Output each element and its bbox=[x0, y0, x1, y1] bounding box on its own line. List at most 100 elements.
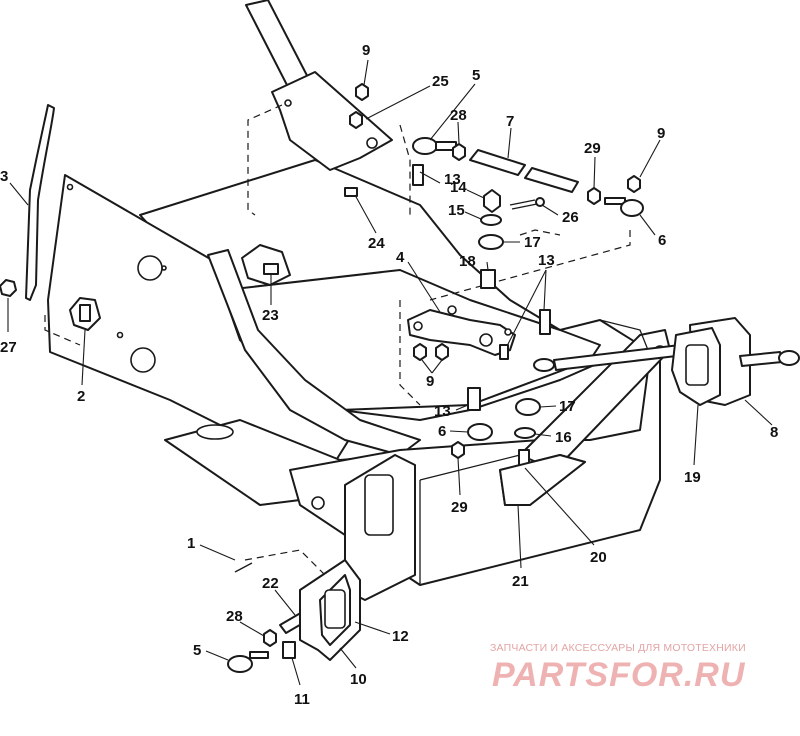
leader-11 bbox=[291, 657, 301, 686]
pin-11 bbox=[282, 641, 296, 659]
leader-25 bbox=[365, 85, 431, 120]
idler-hole bbox=[504, 328, 512, 336]
leader-6b bbox=[449, 430, 469, 433]
callout-4: 4 bbox=[396, 249, 405, 266]
cotter-1 bbox=[234, 562, 253, 573]
callout-5-lower: 5 bbox=[193, 642, 201, 659]
leader-17b bbox=[539, 405, 557, 408]
callout-28-top: 28 bbox=[450, 107, 467, 124]
idler-hole bbox=[447, 305, 457, 315]
pitman-hole bbox=[366, 137, 378, 149]
leader-9c bbox=[421, 359, 433, 374]
washer-15 bbox=[480, 214, 502, 226]
leader-13b2 bbox=[506, 269, 547, 347]
leader-29b bbox=[457, 457, 461, 496]
callout-6-lower: 6 bbox=[438, 423, 446, 440]
callout-28-lower: 28 bbox=[226, 608, 243, 625]
callout-27: 27 bbox=[0, 339, 17, 356]
guide-line bbox=[399, 124, 411, 215]
diagonal-brace bbox=[207, 249, 421, 456]
callout-10: 10 bbox=[350, 671, 367, 688]
steering-shaft bbox=[245, 0, 393, 171]
rod-end-5-top bbox=[412, 137, 438, 155]
callout-23: 23 bbox=[262, 307, 279, 324]
handle-tube bbox=[25, 104, 55, 301]
callout-1: 1 bbox=[187, 535, 195, 552]
leader-13a bbox=[419, 171, 441, 184]
leader-5b bbox=[205, 650, 229, 661]
nut-9-left-a bbox=[413, 343, 427, 361]
leader-26 bbox=[541, 204, 559, 216]
nut-28-lower bbox=[263, 629, 277, 647]
bracket-24 bbox=[344, 187, 358, 197]
pitman-hole bbox=[284, 99, 292, 107]
callout-12: 12 bbox=[392, 628, 409, 645]
callout-26: 26 bbox=[562, 209, 579, 226]
leader-15 bbox=[464, 211, 482, 220]
leader-1 bbox=[199, 544, 236, 561]
leader-6a bbox=[639, 214, 656, 236]
leader-13b bbox=[543, 269, 547, 311]
washer-16 bbox=[514, 427, 536, 439]
guide-line bbox=[44, 315, 81, 346]
nut-29-lower bbox=[451, 441, 465, 459]
callout-19: 19 bbox=[684, 469, 701, 486]
handle-bar bbox=[25, 104, 55, 301]
nut-14 bbox=[483, 189, 501, 213]
callout-labels: 3 27 2 23 24 25 9 5 28 7 29 9 6 13 14 15… bbox=[0, 42, 778, 708]
leader-2 bbox=[81, 329, 86, 386]
guide-line bbox=[244, 549, 331, 581]
bolt-13-right-b bbox=[499, 344, 509, 360]
leader-3 bbox=[9, 182, 29, 206]
guide-line bbox=[399, 300, 421, 406]
leader-18 bbox=[486, 261, 489, 271]
rod-end-8 bbox=[778, 350, 800, 366]
callout-13-right: 13 bbox=[538, 252, 555, 269]
callout-6-right: 6 bbox=[658, 232, 666, 249]
box-hole bbox=[311, 496, 325, 510]
bushing-17-top bbox=[478, 234, 504, 250]
callout-14: 14 bbox=[450, 179, 467, 196]
leader-22 bbox=[274, 589, 296, 616]
leader-5a bbox=[429, 83, 476, 141]
callout-13-middle: 13 bbox=[434, 403, 451, 420]
nut-9-top bbox=[355, 83, 369, 101]
leader-12 bbox=[354, 621, 391, 635]
leader-14 bbox=[466, 189, 485, 199]
idler-hole bbox=[413, 321, 423, 331]
tie-rod-sleeve-7 bbox=[469, 149, 526, 176]
nut-27 bbox=[0, 279, 17, 297]
callout-22: 22 bbox=[262, 575, 279, 592]
callout-29-top: 29 bbox=[584, 140, 601, 157]
callout-16: 16 bbox=[555, 429, 572, 446]
callout-15: 15 bbox=[448, 202, 465, 219]
rod-end-link bbox=[533, 358, 555, 372]
left-plate-rivet bbox=[116, 331, 124, 339]
callout-20: 20 bbox=[590, 549, 607, 566]
skid-slot bbox=[196, 424, 234, 440]
cotter-pin-26 bbox=[509, 199, 538, 210]
left-plate-rivet bbox=[161, 265, 167, 271]
callout-9-left: 9 bbox=[426, 373, 434, 390]
callout-2: 2 bbox=[77, 388, 85, 405]
left-plate-hole-upper bbox=[137, 255, 163, 281]
idler-hole bbox=[479, 333, 493, 347]
leader-24 bbox=[354, 194, 377, 234]
tie-rod-sleeve-7b bbox=[524, 167, 579, 193]
leader-16 bbox=[534, 433, 552, 437]
bracket-21 bbox=[499, 454, 586, 506]
rod-end-6-lower bbox=[467, 423, 493, 441]
parts bbox=[0, 83, 800, 673]
callout-5-top: 5 bbox=[472, 67, 480, 84]
rod-end-5-lower-shank bbox=[249, 651, 269, 659]
guide-line bbox=[519, 229, 561, 236]
guide-line bbox=[429, 230, 631, 301]
leader-8 bbox=[744, 399, 773, 426]
bushing-17-lower bbox=[515, 398, 541, 416]
callout-8: 8 bbox=[770, 424, 778, 441]
leader-21 bbox=[517, 504, 522, 569]
leader-29a bbox=[593, 156, 596, 189]
leader-9b bbox=[639, 139, 661, 178]
bolt-13-top bbox=[412, 164, 424, 186]
